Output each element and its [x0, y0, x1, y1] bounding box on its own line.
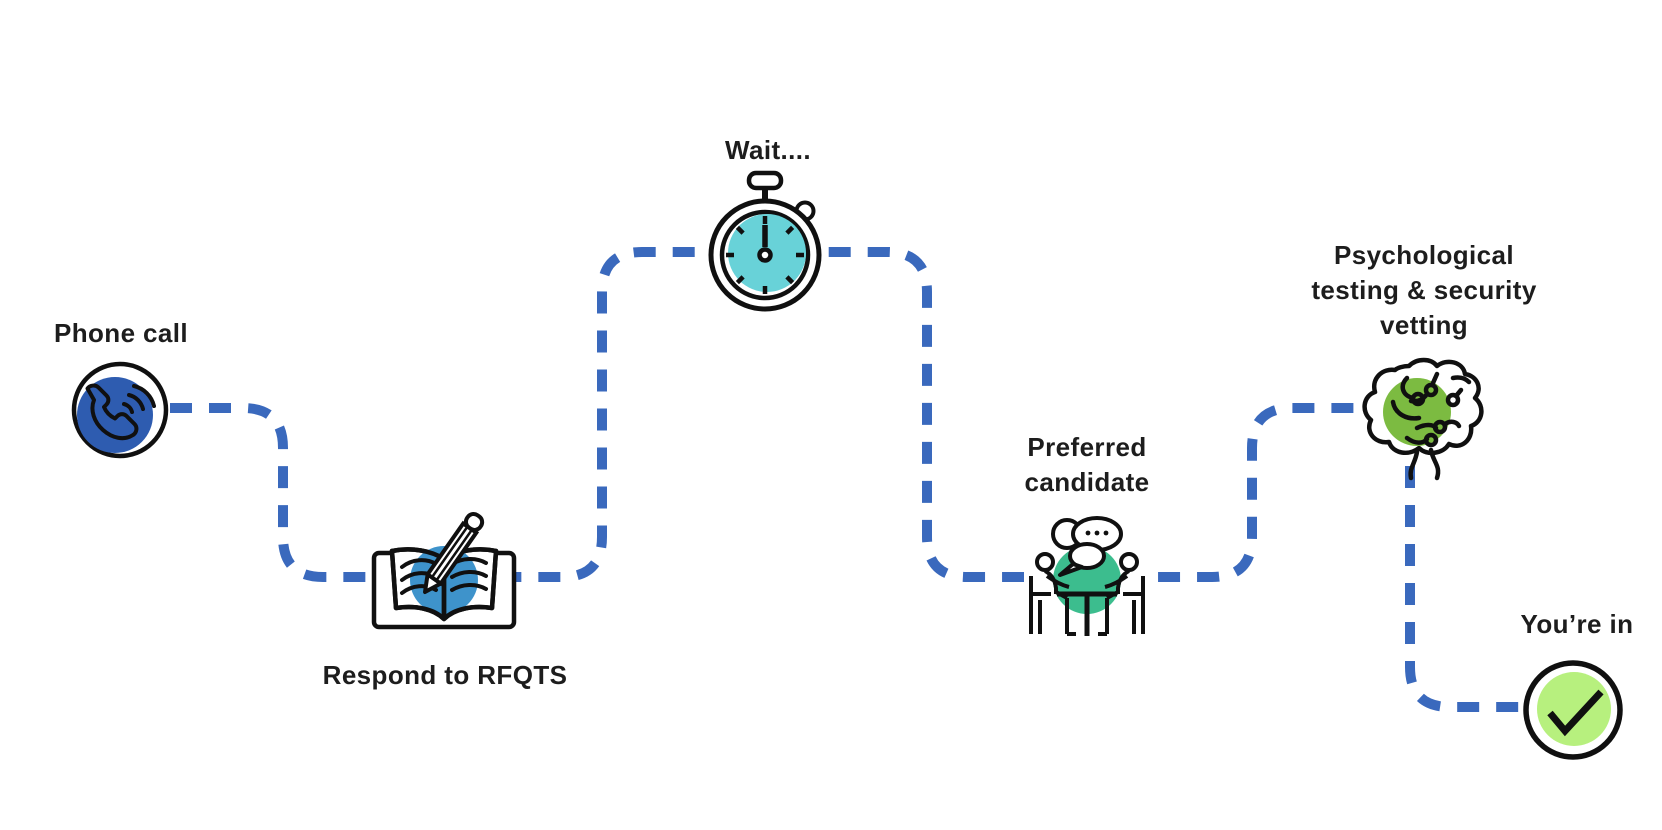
- label-preferred-candidate: Preferred candidate: [1025, 430, 1150, 500]
- right-person-head: [1119, 552, 1139, 572]
- check-accent-circle: [1537, 672, 1611, 746]
- speech-dot-1: [1085, 530, 1091, 536]
- book-text-squiggles: [400, 557, 488, 595]
- interview-table: [1057, 591, 1117, 636]
- speech-dot-3: [1103, 530, 1109, 536]
- speech-bubble-small-body: [1068, 542, 1106, 570]
- left-person-head: [1035, 552, 1055, 572]
- circuit-smile-arc: [1390, 399, 1422, 421]
- label-phone-call: Phone call: [53, 318, 189, 348]
- pencil-body-lines: [431, 526, 473, 581]
- brain-circuits: [1390, 371, 1472, 448]
- check-mark: [1547, 689, 1604, 737]
- brain-circuit-icon: [1362, 357, 1484, 481]
- label-psychological-line-3: vetting: [1379, 310, 1469, 340]
- circuit-node-3: [1445, 392, 1461, 408]
- phone-signal-waves: [122, 384, 156, 414]
- circuit-node-2: [1423, 382, 1439, 398]
- speech-dot-2: [1094, 530, 1100, 536]
- circuit-branch: [1408, 391, 1430, 404]
- stopwatch-ticks: [726, 216, 804, 294]
- stopwatch-button: [746, 170, 784, 191]
- circuit-node-4: [1432, 419, 1448, 435]
- label-psychological-testing: Psychological testing & security vetting: [1311, 238, 1536, 343]
- brain-accent-circle: [1383, 378, 1451, 446]
- circuit-node-5: [1423, 432, 1439, 448]
- label-wait: Wait....: [724, 135, 812, 165]
- circuit-curl-top: [1400, 375, 1416, 401]
- phone-handset: [85, 383, 139, 441]
- label-youre-in: You’re in: [1520, 609, 1634, 639]
- circuit-line-top-right: [1430, 371, 1440, 386]
- circuit-wave-low-2: [1442, 419, 1462, 429]
- label-preferred-candidate-line-1: Preferred: [1027, 432, 1147, 462]
- label-respond-to-rfqts: Respond to RFQTS: [322, 660, 568, 690]
- checkmark-circle-icon: [1523, 660, 1623, 760]
- speech-bubble-small: [1058, 542, 1106, 577]
- stopwatch-hand-hub: [757, 247, 773, 263]
- label-psychological-line-1: Psychological: [1333, 240, 1515, 270]
- journey-path-segment-2: [1405, 466, 1524, 712]
- speech-bubble-small-tail: [1058, 562, 1084, 577]
- stopwatch-icon: [708, 170, 822, 312]
- pencil: [423, 511, 485, 594]
- phone-icon: [71, 361, 169, 459]
- circuit-brow-arc: [1450, 375, 1472, 385]
- interview-accent-circle: [1053, 546, 1121, 614]
- interview-table-icon: [1024, 516, 1150, 642]
- book-and-pencil-icon: [371, 511, 517, 630]
- label-preferred-candidate-line-2: candidate: [1024, 467, 1150, 497]
- brain-stem: [1408, 447, 1441, 481]
- label-psychological-line-2: testing & security: [1311, 275, 1537, 305]
- pencil-eraser: [463, 511, 485, 532]
- right-chair: [1123, 576, 1145, 634]
- interview-right-person: [1098, 552, 1145, 636]
- left-chair: [1029, 576, 1051, 634]
- circuit-tick: [1453, 387, 1464, 399]
